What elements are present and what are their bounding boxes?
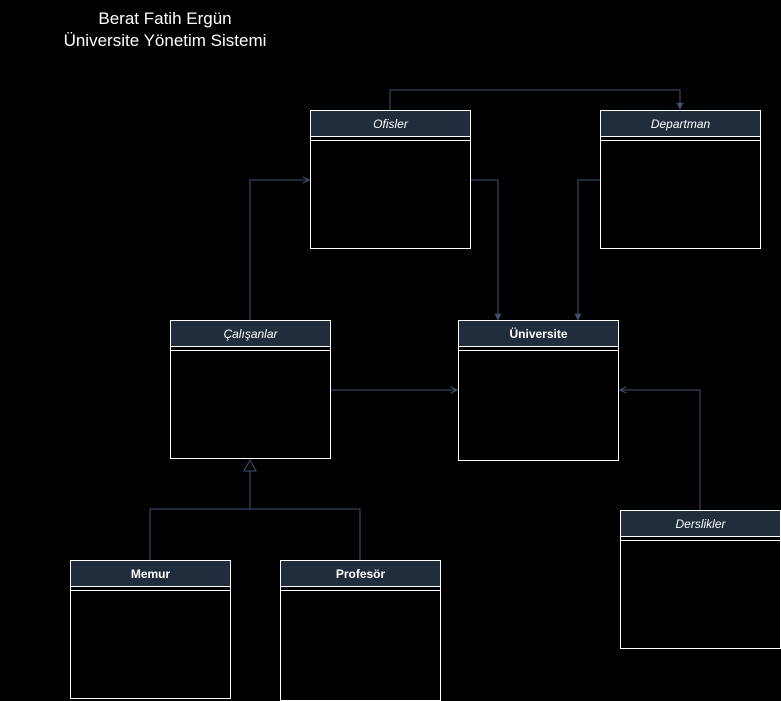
- class-departman[interactable]: Departman: [600, 110, 761, 249]
- connector-departman-universite: [574, 179, 600, 321]
- class-calisanlar[interactable]: Çalışanlar: [170, 320, 331, 459]
- class-memur[interactable]: Memur: [70, 560, 231, 699]
- connector-calisanlar-ofisler: [249, 180, 309, 320]
- connector-ofisler-universite: [470, 179, 502, 321]
- class-departman-name: Departman: [601, 111, 760, 137]
- class-departman-divider: [601, 140, 760, 141]
- class-ofisler-name: Ofisler: [311, 111, 470, 137]
- class-memur-name: Memur: [71, 561, 230, 587]
- class-ofisler-divider: [311, 140, 470, 141]
- class-derslikler[interactable]: Derslikler: [620, 510, 781, 649]
- connector-derslikler-universite: [620, 390, 701, 510]
- class-universite-divider: [459, 350, 618, 351]
- diagram-title: Berat Fatih Ergün Üniversite Yönetim Sis…: [40, 8, 290, 52]
- class-profesor-name: Profesör: [281, 561, 440, 587]
- diagram-title-line2: Üniversite Yönetim Sistemi: [63, 31, 267, 50]
- diagram-title-line1: Berat Fatih Ergün: [98, 9, 232, 28]
- connector-memur-generalization: [149, 508, 250, 560]
- class-calisanlar-name: Çalışanlar: [171, 321, 330, 347]
- class-profesor-divider: [281, 590, 440, 591]
- connector-ofisler-departman: [389, 89, 684, 110]
- class-ofisler[interactable]: Ofisler: [310, 110, 471, 249]
- class-memur-divider: [71, 590, 230, 591]
- class-derslikler-divider: [621, 540, 780, 541]
- class-derslikler-name: Derslikler: [621, 511, 780, 537]
- class-calisanlar-divider: [171, 350, 330, 351]
- class-profesor[interactable]: Profesör: [280, 560, 441, 701]
- class-universite-name: Üniversite: [459, 321, 618, 347]
- generalization-arrowhead: [243, 458, 257, 472]
- class-universite[interactable]: Üniversite: [458, 320, 619, 461]
- connector-profesor-generalization: [250, 508, 361, 560]
